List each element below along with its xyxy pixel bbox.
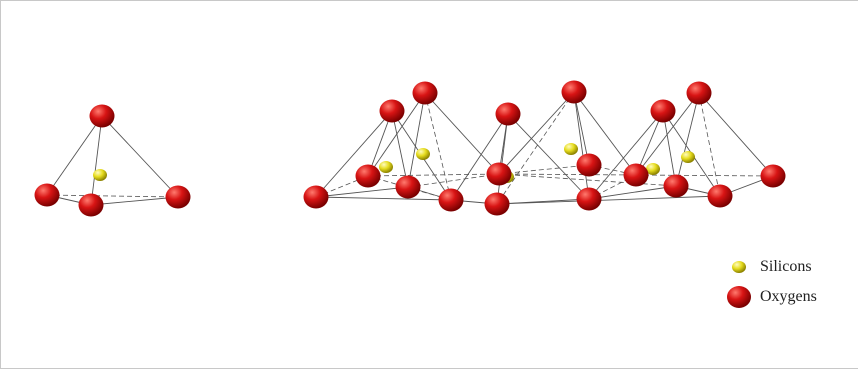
bond-line xyxy=(496,195,721,205)
oxygen-atom xyxy=(561,80,587,104)
oxygen-atom xyxy=(34,183,60,207)
bond-line xyxy=(315,186,409,198)
legend: Silicons Oxygens xyxy=(726,252,851,312)
bond-line xyxy=(424,92,500,175)
oxygen-atom xyxy=(438,188,464,212)
oxygen-atom xyxy=(650,99,676,123)
legend-item-oxygens: Oxygens xyxy=(726,282,851,312)
oxygen-atom xyxy=(663,174,689,198)
oxygen-atom xyxy=(576,187,602,211)
oxygen-atom xyxy=(686,81,712,105)
bond-line xyxy=(662,110,677,187)
hidden-bond-line xyxy=(698,92,721,197)
legend-item-silicons: Silicons xyxy=(726,252,851,282)
bond-line xyxy=(90,115,103,206)
oxygen-atom xyxy=(78,193,104,217)
hidden-bond-line xyxy=(496,91,575,205)
oxygen-atom xyxy=(89,104,115,128)
silicon-atom xyxy=(379,161,393,173)
hidden-bond-line xyxy=(424,92,452,201)
bond-line xyxy=(588,110,664,200)
oxygen-atom xyxy=(707,184,733,208)
bond-line xyxy=(675,92,700,187)
bond-line xyxy=(588,185,677,200)
bond-line xyxy=(450,113,509,201)
hidden-bond-line xyxy=(46,194,179,198)
silicon-atom-icon xyxy=(732,261,746,273)
atoms xyxy=(34,80,786,217)
silicon-atom xyxy=(564,143,578,155)
bond-line xyxy=(90,196,179,206)
hidden-bond-line xyxy=(498,164,590,175)
bond-line xyxy=(698,92,774,177)
bond-line xyxy=(407,92,426,188)
bond-line xyxy=(391,110,409,188)
oxygen-atom xyxy=(760,164,786,188)
legend-label-silicons: Silicons xyxy=(760,258,812,275)
bond-line xyxy=(573,91,637,176)
silicon-atom xyxy=(646,163,660,175)
bond-line xyxy=(367,92,426,177)
oxygen-atom xyxy=(303,185,329,209)
hidden-bond-line xyxy=(498,173,677,187)
hidden-bond-line xyxy=(407,173,500,188)
oxygen-atom xyxy=(486,162,512,186)
oxygen-atom xyxy=(484,192,510,216)
oxygen-atom xyxy=(379,99,405,123)
hidden-bond-line xyxy=(367,173,500,177)
hidden-bond-line xyxy=(635,174,774,177)
bond-line xyxy=(498,91,575,175)
oxygen-atom xyxy=(623,163,649,187)
bond-line xyxy=(101,115,179,198)
legend-label-oxygens: Oxygens xyxy=(760,288,817,305)
bond-line xyxy=(573,91,590,166)
oxygen-atom xyxy=(495,102,521,126)
bond-line xyxy=(573,91,590,200)
hidden-bond-line xyxy=(498,173,637,176)
silicon-atom xyxy=(681,151,695,163)
oxygen-atom-icon xyxy=(727,286,751,308)
silicon-atom xyxy=(93,169,107,181)
oxygen-atom xyxy=(576,153,602,177)
oxygen-atom xyxy=(412,81,438,105)
bond-line xyxy=(46,115,103,196)
silicon-atom xyxy=(416,148,430,160)
oxygen-atom xyxy=(395,175,421,199)
oxygen-atom xyxy=(165,185,191,209)
bond-line xyxy=(315,110,393,198)
bond-line xyxy=(315,196,452,201)
oxygen-atom xyxy=(355,164,381,188)
bond-line xyxy=(507,113,590,200)
bond-line xyxy=(635,92,700,176)
